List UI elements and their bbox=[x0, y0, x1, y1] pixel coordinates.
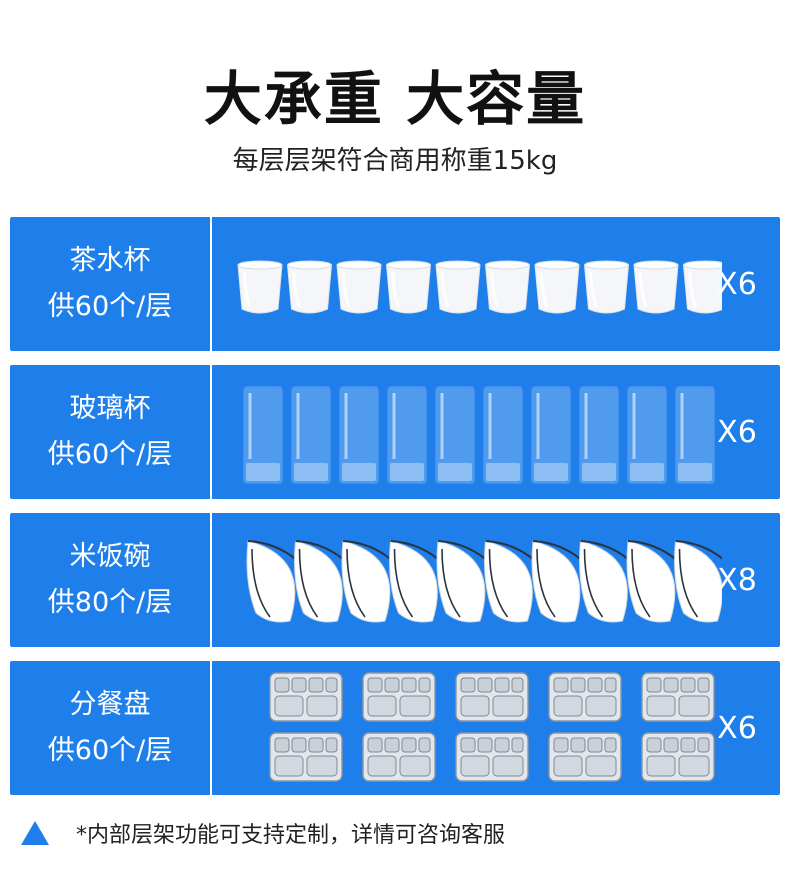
divided-tray-icon bbox=[269, 672, 715, 782]
glass-cup-icon bbox=[291, 386, 331, 484]
rice-bowl-icon-group bbox=[222, 513, 722, 647]
divided-tray-icon bbox=[362, 672, 436, 722]
glass-cup-icon bbox=[627, 386, 667, 484]
tea-cup-icon bbox=[484, 260, 531, 314]
divided-tray-icon bbox=[455, 732, 529, 782]
multiplier-label: X6 bbox=[717, 710, 757, 746]
divided-tray-icon bbox=[641, 732, 715, 782]
footnote: *内部层架功能可支持定制，详情可咨询客服 bbox=[20, 816, 780, 850]
tea-cup-icon bbox=[583, 260, 630, 314]
tea-cup-icon bbox=[237, 260, 722, 314]
item-name: 玻璃杯 bbox=[69, 393, 151, 424]
divided-tray-icon bbox=[641, 672, 715, 722]
divided-tray-icon bbox=[455, 672, 529, 722]
tea-cup-icon bbox=[435, 260, 481, 314]
triangle-icon bbox=[21, 821, 49, 845]
row-divider bbox=[210, 513, 212, 647]
divided-tray-icon-group bbox=[222, 661, 722, 795]
row-label: 分餐盘 供60个/层 bbox=[10, 661, 210, 795]
page-subtitle: 每层层架符合商用称重15kg bbox=[232, 146, 558, 176]
glass-cup-icon bbox=[675, 386, 715, 484]
glass-cup-icon bbox=[483, 386, 523, 484]
rice-bowl-icon bbox=[436, 540, 493, 623]
glass-cup-icon bbox=[339, 386, 379, 484]
page-title: 大承重 大容量 bbox=[203, 65, 587, 133]
capacity-row-divided-tray: 分餐盘 供60个/层 X6 bbox=[10, 661, 780, 795]
rice-bowl-icon bbox=[579, 540, 636, 623]
glass-cup-icon bbox=[579, 386, 619, 484]
item-capacity: 供80个/层 bbox=[47, 587, 173, 618]
rice-bowl-icon bbox=[246, 540, 722, 623]
glass-cup-icon-group bbox=[222, 365, 722, 499]
capacity-row-tea-cup: 茶水杯 供60个/层 X6 bbox=[10, 217, 780, 351]
rice-bowl-icon bbox=[389, 540, 446, 623]
glass-cup-icon bbox=[387, 386, 427, 484]
row-label: 玻璃杯 供60个/层 bbox=[10, 365, 210, 499]
item-capacity: 供60个/层 bbox=[47, 291, 173, 322]
glass-cup-icon bbox=[243, 386, 283, 484]
item-name: 米饭碗 bbox=[69, 541, 151, 572]
capacity-row-rice-bowl: 米饭碗 供80个/层 X8 bbox=[10, 513, 780, 647]
tea-cup-icon bbox=[336, 260, 382, 314]
row-label: 茶水杯 供60个/层 bbox=[10, 217, 210, 351]
rice-bowl-icon bbox=[294, 540, 351, 623]
tea-cup-icon bbox=[385, 260, 432, 314]
item-capacity: 供60个/层 bbox=[47, 439, 173, 470]
divided-tray-icon bbox=[269, 672, 343, 722]
row-label: 米饭碗 供80个/层 bbox=[10, 513, 210, 647]
rice-bowl-icon bbox=[674, 540, 722, 623]
multiplier-label: X6 bbox=[717, 266, 757, 302]
capacity-row-glass-cup: 玻璃杯 供60个/层 X6 bbox=[10, 365, 780, 499]
glass-cup-icon bbox=[435, 386, 475, 484]
tea-cup-icon bbox=[237, 260, 283, 314]
item-capacity: 供60个/层 bbox=[47, 735, 173, 766]
rice-bowl-icon bbox=[626, 540, 683, 623]
rice-bowl-icon bbox=[341, 540, 398, 623]
tea-cup-icon bbox=[682, 260, 722, 314]
rice-bowl-icon bbox=[531, 540, 588, 623]
footnote-text: *内部层架功能可支持定制，详情可咨询客服 bbox=[76, 823, 506, 848]
divided-tray-icon bbox=[548, 732, 622, 782]
tea-cup-icon bbox=[633, 260, 679, 314]
row-divider bbox=[210, 661, 212, 795]
tea-cup-icon bbox=[286, 260, 333, 314]
row-divider bbox=[210, 365, 212, 499]
rice-bowl-icon bbox=[484, 540, 541, 623]
divided-tray-icon bbox=[362, 732, 436, 782]
divided-tray-icon bbox=[269, 732, 343, 782]
divided-tray-icon bbox=[548, 672, 622, 722]
item-name: 茶水杯 bbox=[69, 245, 151, 276]
multiplier-label: X6 bbox=[717, 414, 757, 450]
rice-bowl-icon bbox=[246, 540, 303, 623]
tea-cup-icon bbox=[534, 260, 580, 314]
row-divider bbox=[210, 217, 212, 351]
item-name: 分餐盘 bbox=[69, 689, 151, 720]
glass-cup-icon bbox=[243, 386, 715, 484]
multiplier-label: X8 bbox=[717, 562, 757, 598]
tea-cup-icon-group bbox=[222, 217, 722, 351]
glass-cup-icon bbox=[531, 386, 571, 484]
